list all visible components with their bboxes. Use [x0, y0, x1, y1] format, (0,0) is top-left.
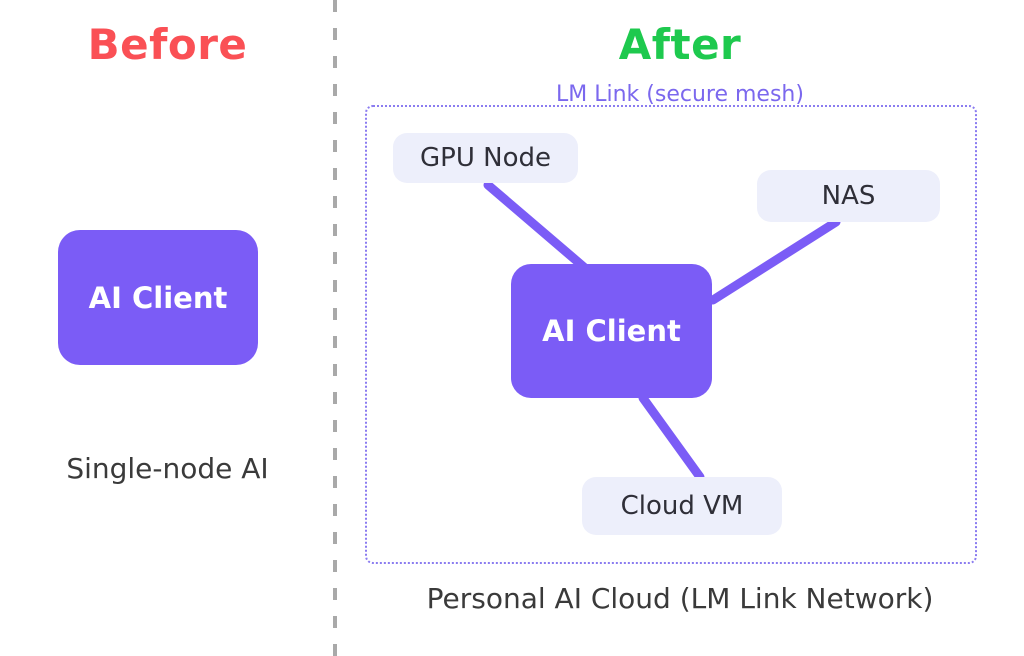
- cloud-vm-node: Cloud VM: [582, 477, 782, 535]
- cloud-vm-node-label: Cloud VM: [620, 491, 744, 521]
- mesh-label: LM Link (secure mesh): [556, 82, 804, 107]
- after-ai-client-node: AI Client: [511, 264, 712, 398]
- gpu-node: GPU Node: [393, 133, 578, 183]
- nas-node: NAS: [757, 170, 940, 222]
- panel-divider: [333, 0, 337, 656]
- before-caption: Single-node AI: [66, 452, 269, 485]
- connection-aiclient-to-cloudvm: [638, 393, 705, 482]
- after-ai-client-label: AI Client: [542, 314, 681, 348]
- mesh-boundary-box: [365, 105, 977, 564]
- nas-node-label: NAS: [821, 181, 876, 211]
- before-ai-client-node: AI Client: [58, 230, 258, 365]
- connection-aiclient-to-nas: [708, 217, 841, 305]
- connection-gpu-to-aiclient: [483, 180, 590, 273]
- before-ai-client-label: AI Client: [88, 280, 228, 315]
- gpu-node-label: GPU Node: [420, 143, 551, 173]
- before-title: Before: [87, 20, 248, 69]
- after-caption: Personal AI Cloud (LM Link Network): [426, 582, 934, 615]
- after-title: After: [618, 20, 742, 69]
